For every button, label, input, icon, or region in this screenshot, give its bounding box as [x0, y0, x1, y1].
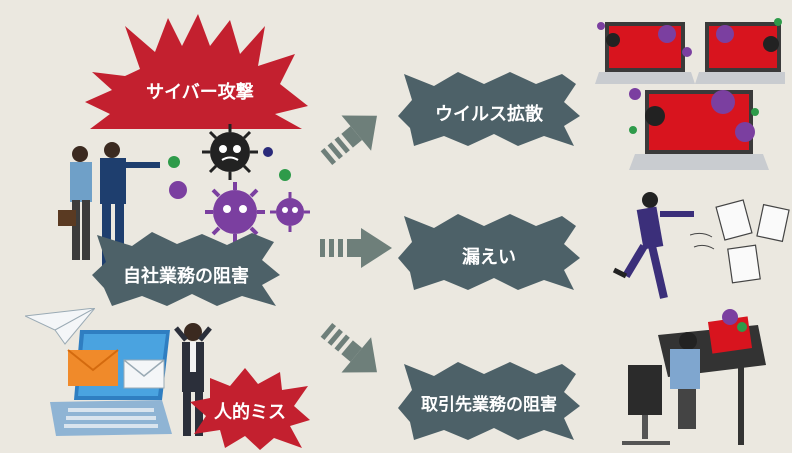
- flying-document-icon: [690, 199, 790, 284]
- paper-plane-icon: [25, 308, 95, 345]
- worried-man-icon: [174, 323, 212, 436]
- virus-icon: [263, 147, 273, 157]
- virus-spread-label: ウイルス拡散: [435, 104, 543, 125]
- arrow-down-right-icon: [320, 322, 377, 373]
- leak-burst: [398, 214, 580, 290]
- laptop-mail-icon: [50, 330, 172, 436]
- virus-icon: [169, 181, 187, 199]
- virus-icon: [168, 156, 180, 168]
- virus-icon: [205, 182, 265, 242]
- virus-icon: [279, 169, 291, 181]
- human-error-label: 人的ミス: [214, 402, 286, 423]
- worried-worker-icon: [622, 309, 766, 445]
- business-disruption-burst: [92, 232, 280, 306]
- human-error-burst: [190, 368, 310, 450]
- thief-icon: [612, 192, 694, 299]
- arrow-up-right-icon: [320, 115, 377, 166]
- leak-label: 漏えい: [462, 247, 516, 268]
- infected-laptop-icon: [595, 18, 785, 170]
- cyber-attack-burst: [85, 14, 308, 129]
- virus-icon: [202, 124, 258, 180]
- partner-disruption-label: 取引先業務の阻害: [421, 395, 557, 415]
- virus-cluster: [168, 124, 310, 242]
- virus-spread-burst: [398, 72, 580, 146]
- partner-disruption-burst: [398, 362, 580, 440]
- businessmen-icon: [58, 142, 160, 266]
- virus-icon: [270, 192, 310, 232]
- arrow-right-icon: [320, 228, 392, 268]
- business-disruption-label: 自社業務の阻害: [123, 266, 249, 287]
- cyber-attack-label: サイバー攻撃: [146, 82, 254, 103]
